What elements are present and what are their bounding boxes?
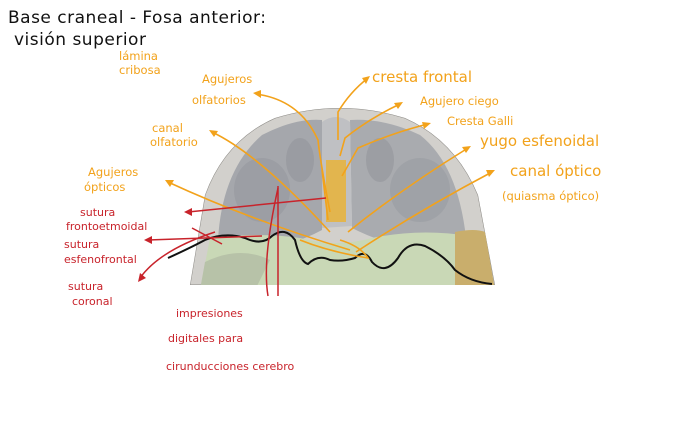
label-yugo-esfenoidal: yugo esfenoidal — [480, 132, 599, 150]
label-agujeros-opticos-2: ópticos — [84, 180, 125, 194]
label-sutura-esfenofrontal-1: sutura — [64, 238, 99, 251]
red-bracket — [191, 227, 223, 245]
label-sutura-coronal-2: coronal — [72, 295, 113, 308]
arrow-canal-olf — [211, 131, 331, 233]
label-agujeros-olfatorios-2: olfatorios — [192, 93, 246, 107]
label-lamina-cribosa-1: lámina — [119, 49, 158, 63]
label-canal-olfatorio-1: canal — [152, 121, 183, 135]
label-sutura-coronal-1: sutura — [68, 280, 103, 293]
arrow-sutura-frontoetmoidal — [187, 197, 327, 213]
label-lamina-cribosa-2: cribosa — [119, 63, 161, 77]
cribriform-plate — [326, 160, 346, 222]
fossa-contour-line — [167, 230, 493, 285]
arrow-sutura-esfenofrontal — [147, 235, 263, 241]
label-canal-olfatorio-2: olfatorio — [150, 135, 198, 149]
title-line-2: visión superior — [14, 30, 146, 50]
label-cresta-frontal: cresta frontal — [372, 68, 472, 86]
orange-labels: lámina cribosa Agujeros olfatorios canal… — [84, 49, 601, 203]
label-agujeros-olfatorios-1: Agujeros — [202, 72, 252, 86]
arrow-agujeros-olf — [321, 169, 329, 221]
arrow-sutura-coronal — [139, 231, 216, 279]
arrow-lamina — [255, 93, 331, 213]
label-canal-optico: canal óptico — [510, 162, 601, 180]
label-sutura-esfenofrontal-2: esfenofrontal — [64, 253, 137, 266]
label-sutura-frontoetmoidal-1: sutura — [80, 206, 115, 219]
label-impresiones-1: impresiones — [176, 307, 243, 320]
arrow-impresiones — [265, 187, 279, 297]
temporal-bone — [455, 230, 495, 285]
label-agujeros-opticos-1: Agujeros — [88, 165, 138, 179]
label-cresta-galli: Cresta Galli — [447, 114, 513, 128]
arrow-canal-optico — [355, 171, 493, 253]
arrow-agujeros-opticos — [167, 181, 351, 251]
red-labels: sutura frontoetmoidal sutura esfenofront… — [64, 206, 294, 373]
label-quiasma-optico: (quiasma óptico) — [502, 189, 599, 203]
arrow-cresta-galli — [341, 123, 429, 177]
label-impresiones-3: cirunducciones cerebro — [166, 360, 294, 373]
label-impresiones-2: digitales para — [168, 332, 243, 345]
red-annotation-arrows — [139, 186, 327, 297]
label-agujero-ciego: Agujero ciego — [420, 94, 499, 108]
arrow-optico-loop — [299, 239, 370, 260]
arrow-yugo — [347, 147, 469, 233]
arrow-agujero-ciego — [339, 103, 401, 157]
orange-arrowheads — [165, 76, 495, 187]
red-arrowheads — [138, 208, 192, 282]
orange-annotation-arrows — [167, 77, 493, 260]
label-sutura-frontoetmoidal-2: frontoetmoidal — [66, 220, 147, 233]
title-line-1: Base craneal - Fosa anterior: — [8, 8, 266, 28]
